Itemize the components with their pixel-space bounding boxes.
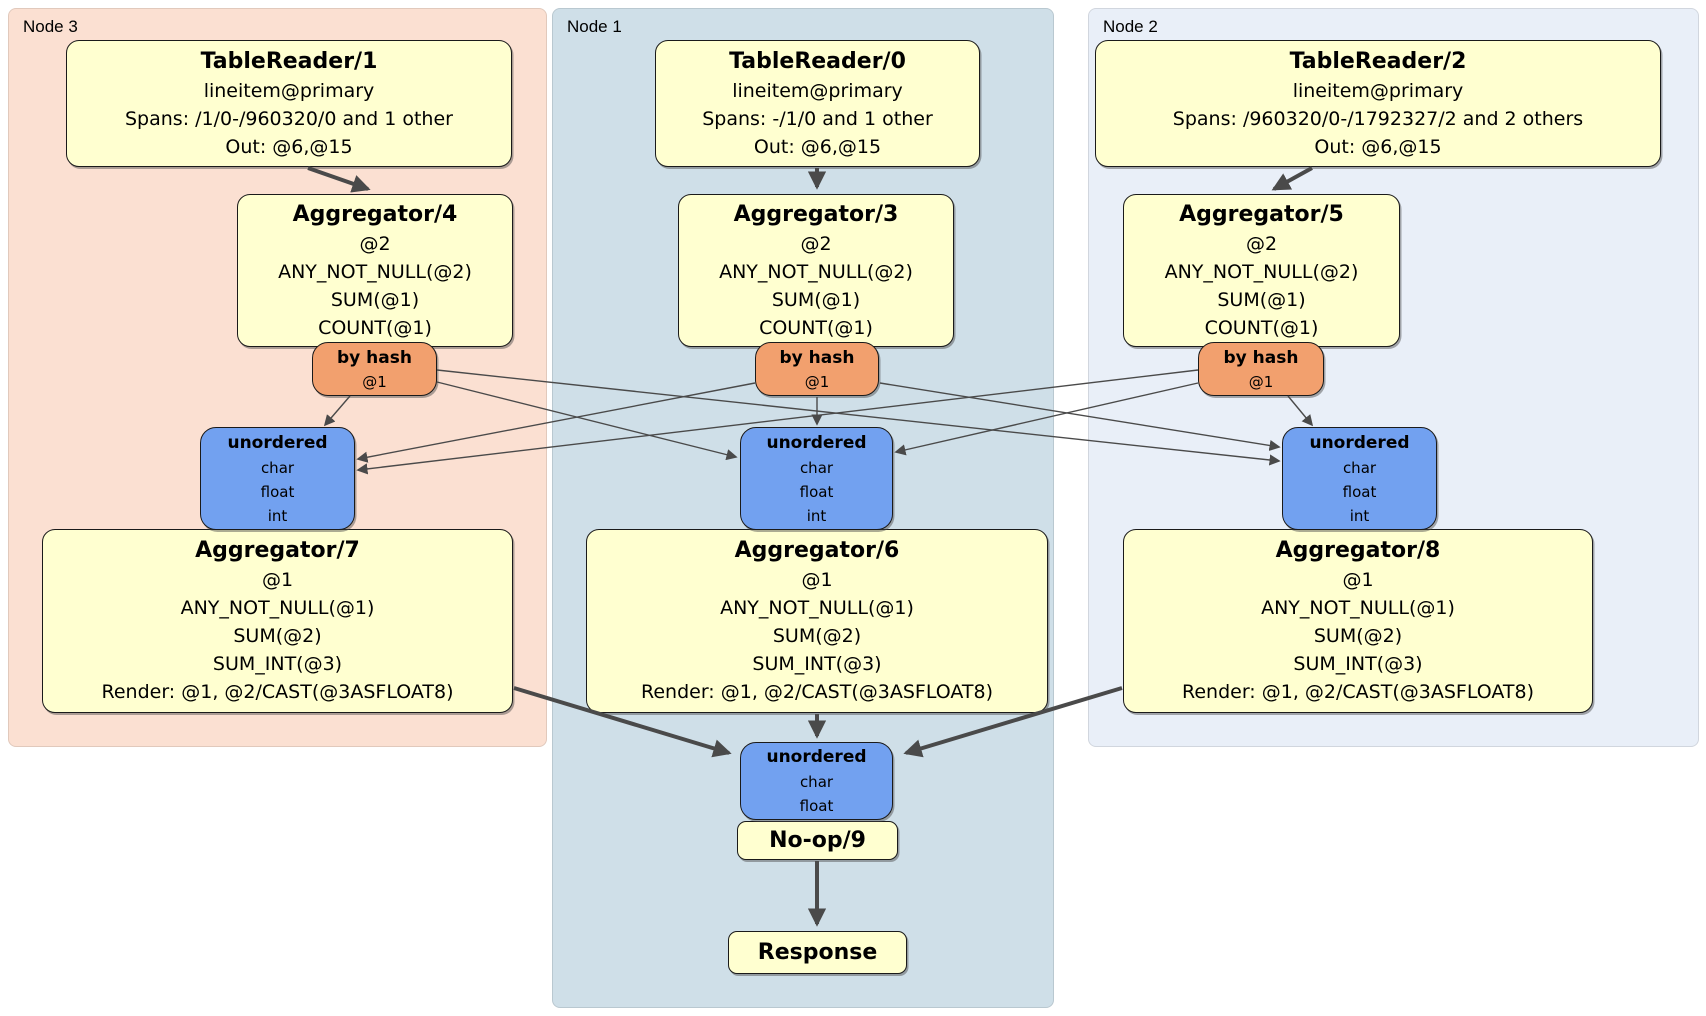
box-line: @2 [1245,232,1278,255]
box-line: @1 [362,373,387,391]
router-by-hash-node3: by hash @1 [312,342,437,396]
box-title: by hash [779,348,855,368]
box-line: Spans: /1/0-/960320/0 and 1 other [125,107,453,130]
box-line: char [799,458,834,477]
processor-tablereader-1: TableReader/1 lineitem@primary Spans: /1… [66,40,512,167]
box-line: @2 [359,232,391,255]
box-line: Out: @6,@15 [753,135,882,158]
box-line: @1 [804,373,830,391]
sync-unordered-final: unordered char float [740,742,893,820]
box-title: TableReader/2 [1289,48,1467,74]
box-line: SUM(@1) [1217,288,1306,311]
node-group-label: Node 2 [1103,17,1158,36]
box-title: Aggregator/5 [1179,201,1344,227]
box-line: @1 [1342,569,1374,591]
processor-aggregator-7: Aggregator/7 @1 ANY_NOT_NULL(@1) SUM(@2)… [42,529,513,713]
box-line: ANY_NOT_NULL(@2) [278,260,472,283]
box-title: by hash [1223,348,1299,368]
box-title: Aggregator/4 [292,201,458,227]
box-line: Out: @6,@15 [225,135,353,158]
sync-unordered-node3: unordered char float int [200,427,355,530]
box-line: lineitem@primary [203,79,375,102]
box-title: Aggregator/8 [1275,538,1441,563]
box-line: ANY_NOT_NULL(@2) [1164,260,1359,283]
node-group-label: Node 3 [23,17,78,36]
box-line: Render: @1, @2/CAST(@3ASFLOAT8) [1182,681,1534,703]
box-title: TableReader/1 [200,48,378,74]
box-line: COUNT(@1) [1204,316,1319,339]
box-line: SUM(@1) [330,288,420,311]
box-line: ANY_NOT_NULL(@1) [180,597,375,619]
router-by-hash-node1: by hash @1 [755,342,879,396]
box-line: COUNT(@1) [318,316,432,339]
router-by-hash-node2: by hash @1 [1198,342,1324,396]
processor-tablereader-2: TableReader/2 lineitem@primary Spans: /9… [1095,40,1661,167]
box-line: char [799,773,834,791]
box-line: SUM_INT(@3) [752,653,882,675]
box-line: int [267,506,288,525]
processor-tablereader-0: TableReader/0 lineitem@primary Spans: -/… [655,40,980,167]
box-line: Render: @1, @2/CAST(@3ASFLOAT8) [641,681,993,703]
box-line: ANY_NOT_NULL(@1) [1261,597,1455,619]
box-line: Out: @6,@15 [1314,135,1442,158]
box-title: Aggregator/7 [195,538,360,563]
box-title: No-op/9 [769,827,866,853]
processor-aggregator-5: Aggregator/5 @2 ANY_NOT_NULL(@2) SUM(@1)… [1123,194,1400,347]
box-title: unordered [766,747,867,767]
box-title: Aggregator/3 [733,201,899,227]
box-line: SUM_INT(@3) [1293,653,1423,675]
sync-unordered-node2: unordered char float int [1282,427,1437,530]
box-line: ANY_NOT_NULL(@2) [719,260,913,283]
box-line: int [806,506,827,525]
box-line: SUM(@2) [233,625,322,647]
processor-noop-9: No-op/9 [737,821,898,860]
box-title: unordered [766,432,867,453]
box-title: Response [757,939,878,965]
box-title: Aggregator/6 [734,538,900,563]
box-line: SUM_INT(@3) [212,653,343,675]
sync-unordered-node1: unordered char float int [740,427,893,530]
box-line: @1 [801,569,833,591]
box-line: @1 [261,569,294,591]
box-line: float [799,482,834,501]
box-line: char [260,458,295,477]
box-line: Render: @1, @2/CAST(@3ASFLOAT8) [101,681,454,703]
processor-aggregator-4: Aggregator/4 @2 ANY_NOT_NULL(@2) SUM(@1)… [237,194,513,347]
box-line: ANY_NOT_NULL(@1) [720,597,914,619]
box-line: SUM(@2) [1313,625,1403,647]
box-line: int [1349,506,1370,525]
box-line: char [1342,458,1377,477]
box-line: SUM(@1) [771,288,861,311]
box-line: Spans: /960320/0-/1792327/2 and 2 others [1172,107,1584,130]
box-line: Spans: -/1/0 and 1 other [702,107,933,130]
box-title: unordered [1309,432,1410,453]
box-line: SUM(@2) [772,625,862,647]
box-line: lineitem@primary [732,79,903,102]
box-line: COUNT(@1) [759,316,873,339]
box-line: float [799,797,834,815]
processor-response: Response [728,931,907,974]
node-group-label: Node 1 [567,17,622,36]
box-title: by hash [337,348,412,368]
box-line: float [1342,482,1377,501]
box-line: float [260,482,295,501]
box-line: @1 [1248,373,1274,391]
box-title: TableReader/0 [729,48,906,74]
processor-aggregator-8: Aggregator/8 @1 ANY_NOT_NULL(@1) SUM(@2)… [1123,529,1593,713]
box-title: unordered [227,432,328,453]
box-line: @2 [800,232,832,255]
processor-aggregator-6: Aggregator/6 @1 ANY_NOT_NULL(@1) SUM(@2)… [586,529,1048,713]
box-line: lineitem@primary [1292,79,1464,102]
processor-aggregator-3: Aggregator/3 @2 ANY_NOT_NULL(@2) SUM(@1)… [678,194,954,347]
